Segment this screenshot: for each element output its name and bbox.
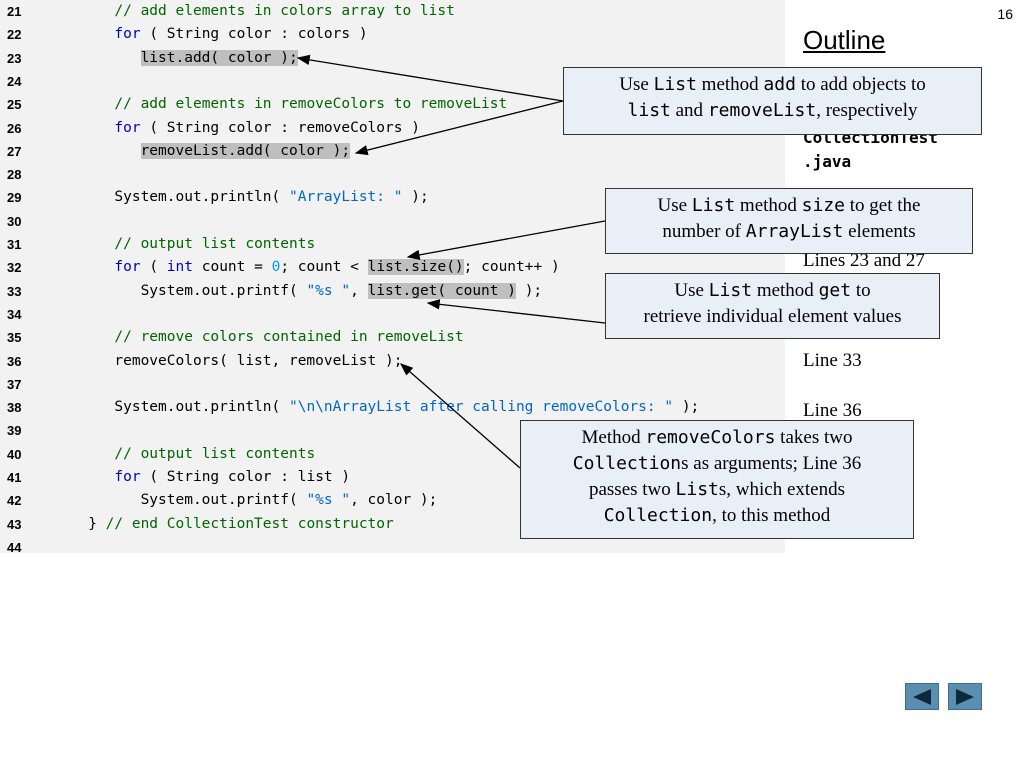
sidebar-file-ext: .java xyxy=(803,152,852,171)
code-line: 31 // output list contents xyxy=(0,233,785,256)
line-number: 28 xyxy=(7,167,22,183)
code-text: list.add( color ); xyxy=(140,49,298,66)
line-number: 43 xyxy=(7,516,22,532)
line-number: 34 xyxy=(7,306,22,322)
code-text: for ( String color : colors ) xyxy=(114,26,368,43)
code-line: 37 xyxy=(0,373,785,396)
next-slide-button[interactable] xyxy=(948,683,982,710)
code-line: 35 // remove colors contained in removeL… xyxy=(0,326,785,349)
code-text: // output list contents xyxy=(114,445,316,462)
sidebar-line-33: Line 33 xyxy=(803,350,862,371)
code-line: 27 removeList.add( color ); xyxy=(0,140,785,163)
page-number: 16 xyxy=(997,6,1013,22)
code-line: 22 for ( String color : colors ) xyxy=(0,23,785,46)
code-line: 44 xyxy=(0,536,785,559)
code-line: 30 xyxy=(0,210,785,233)
code-text: for ( String color : removeColors ) xyxy=(114,119,420,136)
code-text: System.out.println( "\n\nArrayList after… xyxy=(62,399,700,416)
code-line: 28 xyxy=(0,163,785,186)
previous-slide-button[interactable] xyxy=(905,683,939,710)
code-line: 29 System.out.println( "ArrayList: " ); xyxy=(0,186,785,209)
code-line: 32 for ( int count = 0; count < list.siz… xyxy=(0,256,785,279)
line-number: 23 xyxy=(7,50,22,66)
code-text: // add elements in removeColors to remov… xyxy=(114,96,508,113)
code-line: 34 xyxy=(0,303,785,326)
code-text: System.out.printf( "%s ", list.get( coun… xyxy=(62,282,543,299)
code-text: System.out.println( "ArrayList: " ); xyxy=(62,189,429,206)
sidebar-lines-23-27: Lines 23 and 27 xyxy=(803,250,925,271)
code-line: 39 xyxy=(0,419,785,442)
outline-title[interactable]: Outline xyxy=(803,25,886,55)
code-line: 24 xyxy=(0,70,785,93)
triangle-left-icon xyxy=(913,688,931,705)
line-number: 29 xyxy=(7,190,22,206)
line-number: 41 xyxy=(7,470,22,485)
line-number: 32 xyxy=(7,260,22,276)
code-line: 21 // add elements in colors array to li… xyxy=(0,0,785,23)
code-line: 36 removeColors( list, removeList ); xyxy=(0,350,785,373)
sidebar-line-36: Line 36 xyxy=(803,400,862,421)
callout-list-get: Use List method get to retrieve individu… xyxy=(605,273,940,339)
line-number: 36 xyxy=(7,353,22,369)
line-number: 26 xyxy=(7,120,22,136)
line-number: 25 xyxy=(7,97,22,113)
line-number: 31 xyxy=(7,237,22,252)
line-number: 33 xyxy=(7,283,22,299)
callout-list-add: Use List method add to add objects to li… xyxy=(563,67,982,135)
line-number: 37 xyxy=(7,376,22,392)
code-text: // add elements in colors array to list xyxy=(114,3,455,19)
code-text: for ( int count = 0; count < list.size()… xyxy=(114,259,560,276)
line-number: 21 xyxy=(7,4,22,19)
code-text: removeList.add( color ); xyxy=(140,142,351,159)
code-text: for ( String color : list ) xyxy=(114,469,351,485)
callout-list-size: Use List method size to get the number o… xyxy=(605,188,973,254)
code-text: System.out.printf( "%s ", color ); xyxy=(62,492,438,509)
code-text: // remove colors contained in removeList xyxy=(114,329,464,346)
line-number: 44 xyxy=(7,539,22,555)
code-line: 40 // output list contents xyxy=(0,443,785,466)
line-number: 22 xyxy=(7,27,22,43)
code-line: 43 } // end CollectionTest constructor xyxy=(0,513,785,536)
code-text: // output list contents xyxy=(114,236,316,252)
line-number: 39 xyxy=(7,423,22,439)
code-line: 33 System.out.printf( "%s ", list.get( c… xyxy=(0,280,785,303)
code-text: removeColors( list, removeList ); xyxy=(62,352,403,369)
line-number: 35 xyxy=(7,330,22,346)
line-number: 24 xyxy=(7,73,22,89)
callout-remove-colors: Method removeColors takes two Collection… xyxy=(520,420,914,539)
line-number: 27 xyxy=(7,143,22,159)
code-line: 42 System.out.printf( "%s ", color ); xyxy=(0,489,785,512)
line-number: 38 xyxy=(7,400,22,416)
line-number: 40 xyxy=(7,446,22,462)
code-text: } // end CollectionTest constructor xyxy=(62,515,394,532)
code-line: 38 System.out.println( "\n\nArrayList af… xyxy=(0,396,785,419)
code-line: 23 list.add( color ); xyxy=(0,47,785,70)
code-line: 41 for ( String color : list ) xyxy=(0,466,785,489)
triangle-right-icon xyxy=(956,688,974,705)
line-number: 30 xyxy=(7,213,22,229)
line-number: 42 xyxy=(7,493,22,509)
